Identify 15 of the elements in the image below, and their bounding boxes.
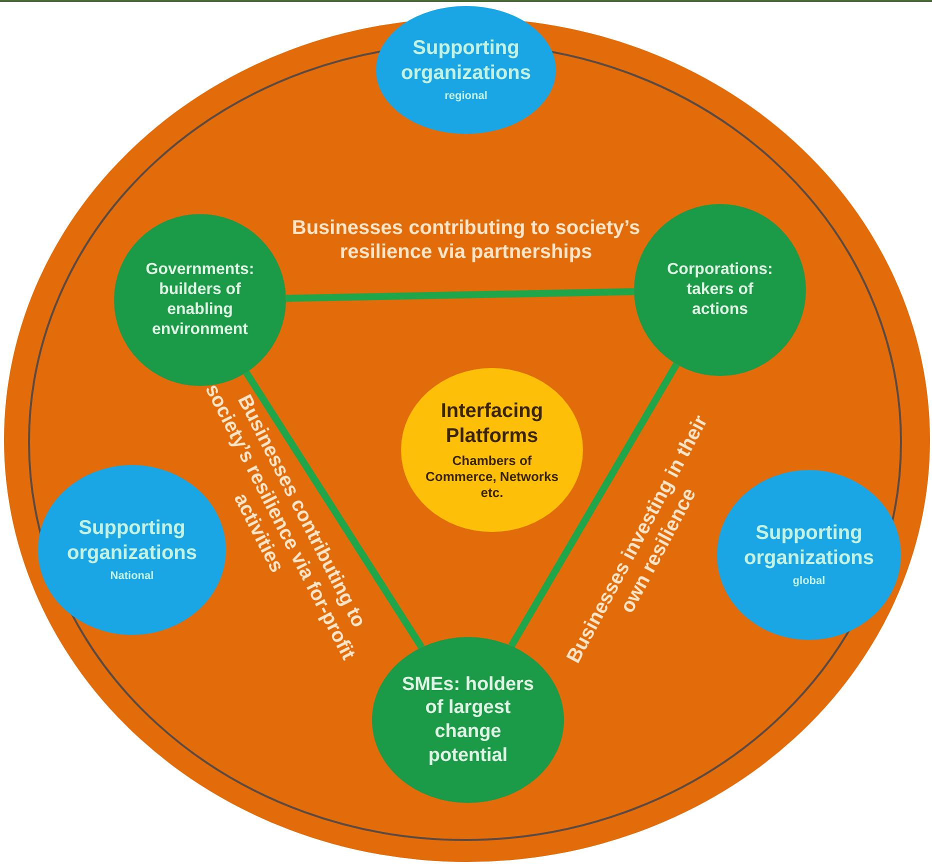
connector-line	[286, 288, 634, 302]
circle-title: Governments: builders of enabling environment	[144, 260, 256, 340]
circle-subtitle: global	[792, 575, 826, 589]
edge-label: Businesses contributing to society’s resilience via partnerships	[290, 216, 642, 264]
circle-title: SMEs: holders of largest change potential	[401, 672, 535, 768]
circle-title: Interfacing Platforms	[440, 398, 544, 449]
connector-line	[508, 362, 680, 648]
circle-subtitle: regional	[444, 90, 488, 104]
circle-title: Supporting organizations	[742, 521, 875, 572]
circle-title: Supporting organizations	[66, 516, 198, 566]
circle-title: Supporting organizations	[400, 36, 532, 86]
connector-line	[243, 370, 425, 650]
circle-subtitle: Chambers of Commerce, Networks etc.	[424, 452, 560, 502]
circle-title: Corporations: takers of actions	[666, 260, 774, 320]
circle-subtitle: National	[110, 570, 154, 584]
